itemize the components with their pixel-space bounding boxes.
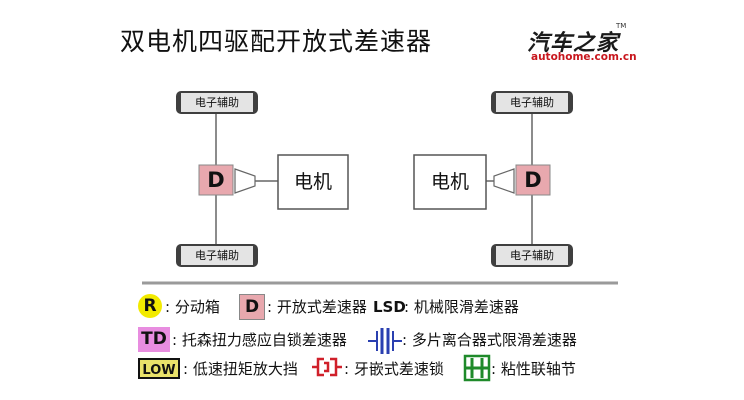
- right-bottom-wheel-face: [496, 246, 568, 265]
- left-bottom-wheel-label: 电子辅助: [195, 249, 239, 262]
- transfer-case-text: : 分动箱: [165, 298, 220, 316]
- right-diff-label: D: [524, 168, 542, 192]
- torsen-text: : 托森扭力感应自锁差速器: [172, 331, 347, 349]
- right-motor-label: 电机: [430, 171, 469, 193]
- low-gear-text: : 低速扭矩放大挡: [183, 360, 298, 378]
- left-top-wheel-label: 电子辅助: [195, 96, 239, 109]
- left-top-wheel-face: [181, 93, 253, 112]
- transfer-case-badge: R: [138, 294, 162, 318]
- right-differential: [515, 164, 551, 196]
- viscous-coupling-icon: [463, 354, 491, 382]
- left-motor: [277, 154, 349, 210]
- low-gear-badge: LOW: [138, 358, 180, 379]
- lsd-text: : 机械限滑差速器: [404, 298, 519, 316]
- left-motor-label: 电机: [293, 171, 332, 193]
- lsd-label: LSD: [373, 298, 406, 316]
- viscous-text: : 粘性联轴节: [491, 360, 576, 378]
- right-drivetrain: [413, 91, 573, 267]
- logo-trademark: TM: [616, 22, 627, 30]
- dog-clutch-lock-icon: [312, 357, 342, 377]
- right-top-wheel-label: 电子辅助: [510, 96, 554, 109]
- page-title: 双电机四驱配开放式差速器: [120, 27, 433, 56]
- left-differential: [198, 164, 234, 196]
- logo-text: 汽车之家: [527, 31, 620, 56]
- left-drivetrain: [176, 91, 349, 267]
- multi-plate-text: : 多片离合器式限滑差速器: [402, 331, 577, 349]
- left-diff-label: D: [207, 168, 225, 192]
- right-top-wheel-face: [496, 93, 568, 112]
- left-bell-housing: [234, 168, 256, 194]
- left-bottom-wheel-face: [181, 246, 253, 265]
- multi-plate-clutch-icon: [368, 328, 402, 354]
- open-diff-text: : 开放式差速器: [267, 298, 367, 316]
- logo-url: autohome.com.cn: [531, 51, 637, 63]
- right-motor: [413, 154, 487, 210]
- right-bottom-wheel-label: 电子辅助: [510, 249, 554, 262]
- right-bell-housing: [493, 168, 515, 194]
- dog-lock-text: : 牙嵌式差速锁: [344, 360, 444, 378]
- torsen-badge: TD: [138, 327, 170, 352]
- open-diff-badge: D: [239, 294, 265, 320]
